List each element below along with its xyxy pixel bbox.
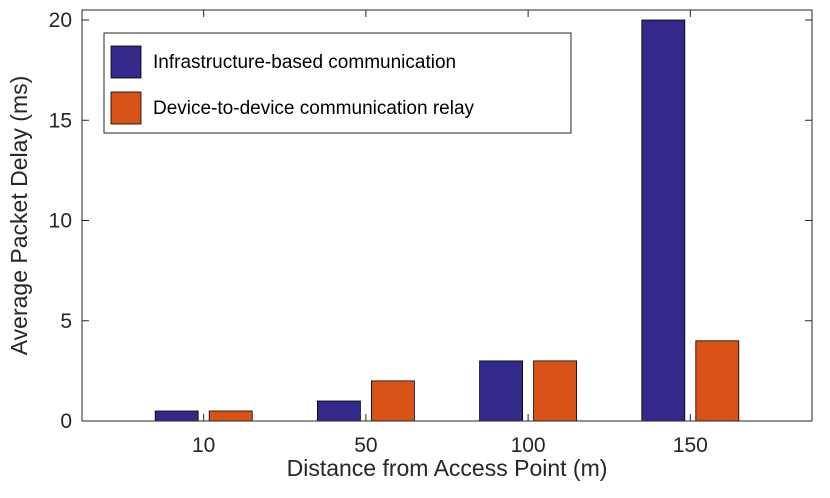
legend-label-infrastructure: Infrastructure-based communication: [153, 52, 456, 73]
bar-d2d-relay-100: [533, 360, 577, 422]
bar-infrastructure-10: [154, 410, 199, 422]
legend-swatch-infrastructure: [110, 45, 142, 79]
y-tick-label: 5: [60, 310, 72, 333]
legend-box: [103, 32, 572, 134]
legend: Infrastructure-based communication Devic…: [103, 32, 572, 134]
x-tick-label: 10: [192, 434, 215, 457]
x-tick-label: 150: [673, 434, 708, 457]
x-axis-ticks: 10 50 100 150: [192, 10, 708, 457]
y-tick-label: 0: [60, 410, 72, 433]
x-axis-label: Distance from Access Point (m): [287, 455, 608, 481]
bar-d2d-relay-150: [695, 340, 740, 422]
bar-infrastructure-50: [316, 400, 361, 422]
y-tick-label: 20: [49, 9, 72, 32]
x-tick-label: 50: [354, 434, 377, 457]
y-tick-label: 15: [49, 109, 72, 132]
x-tick-label: 100: [511, 434, 546, 457]
bar-infrastructure-150: [641, 19, 686, 422]
bar-d2d-relay-10: [208, 410, 253, 422]
bars-group: [154, 19, 740, 422]
y-axis-ticks: 0 5 10 15 20: [49, 9, 812, 433]
legend-swatch-d2d-relay: [110, 91, 142, 125]
y-tick-label: 10: [49, 210, 72, 233]
bar-infrastructure-100: [479, 360, 524, 422]
bar-d2d-relay-50: [370, 380, 415, 422]
plot-area-frame: [81, 9, 813, 422]
legend-label-d2d-relay: Device-to-device communication relay: [153, 98, 475, 119]
y-axis-label: Average Packet Delay (ms): [6, 76, 32, 356]
